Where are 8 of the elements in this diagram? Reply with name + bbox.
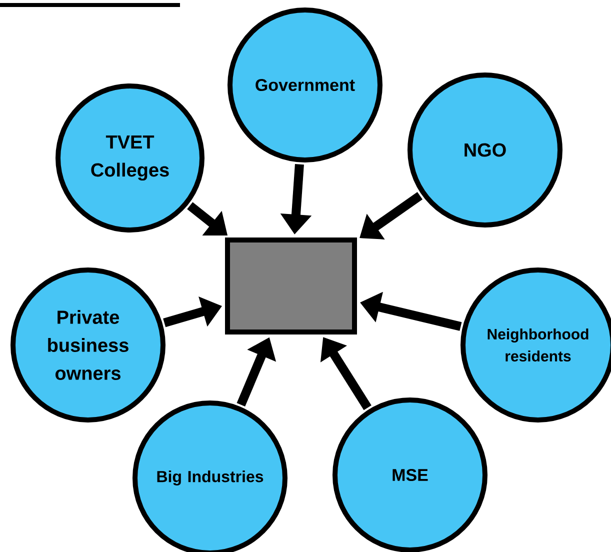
circle-node: Neighborhood residents (460, 268, 611, 422)
circle-node: MSE (332, 398, 488, 552)
circle-node: NGO (408, 72, 562, 228)
circle-node: Private business owners (10, 268, 166, 422)
center-box (225, 238, 357, 334)
circle-node: Big Industries (132, 400, 288, 552)
circle-node: Government (228, 8, 382, 162)
circle-node: TVET Colleges (56, 84, 204, 232)
